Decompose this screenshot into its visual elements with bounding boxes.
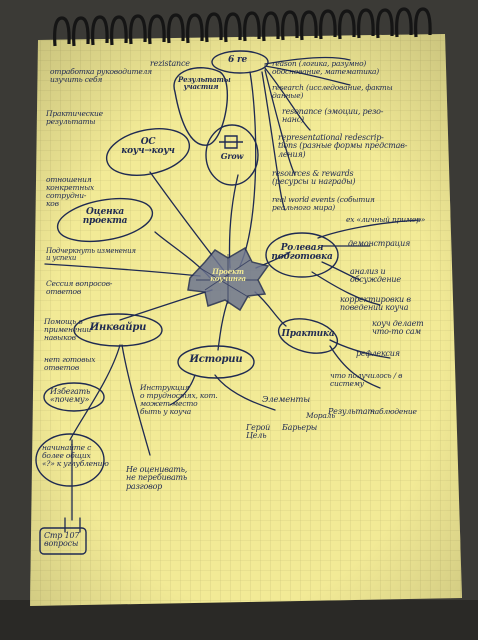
note-n04: resonance (эмоции, резо- нанс) — [282, 107, 384, 125]
note-n13: Помощь в применении навыков — [44, 317, 92, 342]
notebook-page — [30, 34, 462, 606]
note-n02: reason (логика, разумно) обоснование, ма… — [272, 59, 380, 76]
note-n06: resources & rewards (ресурсы и награды) — [272, 169, 356, 187]
node-label-gs: Grow — [220, 151, 244, 161]
node-label-ic: ОС коуч→коуч — [121, 137, 175, 157]
note-n12: Сессия вопросов- ответов — [46, 279, 113, 296]
note-n26: Инструкция о трудностях, кот. может мест… — [140, 383, 218, 416]
note-n33: 6 re — [228, 55, 248, 65]
note-n11: Подчеркнуть изменения и успехи — [46, 247, 136, 263]
note-n18: ex «личный пример» — [346, 215, 426, 224]
note-n25: наблюдение — [370, 407, 417, 416]
node-label-iq: Инквайри — [89, 322, 147, 333]
note-n22: коуч делает что-то сам — [372, 319, 424, 337]
spiral-binding — [53, 7, 432, 47]
node-label-it: Истории — [189, 354, 243, 365]
note-n16: начинайте с более общих «?» к углублению — [42, 443, 109, 468]
note-n23: рефлексия — [356, 349, 400, 358]
node-label-rp: Ролевая подготовка — [271, 243, 333, 263]
note-n32: Не оценивать, не перебивать разговор — [126, 465, 188, 491]
note-n24: что получилось / в систему — [330, 371, 403, 388]
note-n21: корректировки в поведении коуча — [340, 295, 411, 313]
node-label-re: Результаты участия — [178, 75, 231, 92]
node-label-pr: Практика — [281, 329, 335, 339]
note-n15: Избегать «почему» — [50, 387, 91, 405]
note-n20: анализ и обсуждение — [350, 267, 401, 285]
center-label: Проект коучинга — [210, 267, 246, 284]
note-n09: Практические результаты — [46, 109, 103, 126]
map-node-outlines — [35, 50, 339, 555]
note-n17: Стр 107 вопросы — [44, 531, 80, 549]
note-n03: research (исследование, факты данные) — [272, 83, 393, 100]
note-n19: демонстрация — [348, 239, 411, 248]
note-n27: Элементы — [262, 395, 311, 405]
note-n01: rezistance — [150, 59, 190, 68]
node-label-ge: Оценка проекта — [82, 207, 128, 227]
note-n30: Результат — [328, 407, 375, 416]
central-node-shape — [187, 246, 270, 312]
note-n07: real world events (события реального мир… — [272, 195, 375, 212]
note-n05: representational redescrip- tions (разны… — [278, 133, 408, 159]
note-n14: нет готовых ответов — [44, 355, 96, 372]
note-n31: Мораль — [306, 411, 336, 420]
note-n28: Герой Цель — [246, 423, 271, 441]
note-n08: отработка руководителя изучить себя — [50, 67, 152, 84]
note-n10: отношения конкретных сотрудни- ков — [46, 175, 95, 208]
note-n29: Барьеры — [282, 423, 318, 432]
